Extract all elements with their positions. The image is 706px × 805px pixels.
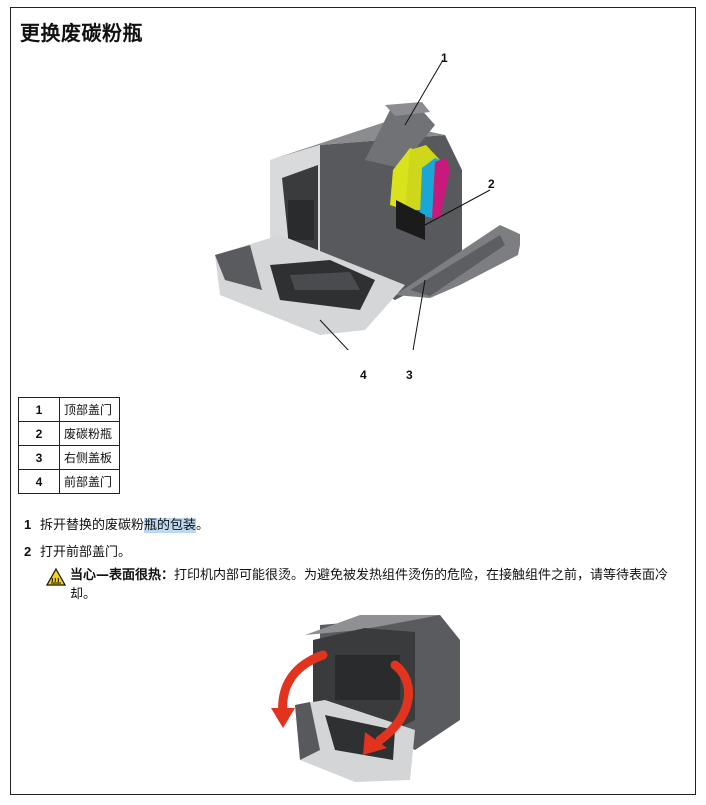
legend-number: 4 bbox=[18, 469, 60, 494]
legend-number: 3 bbox=[18, 445, 60, 470]
callout-2: 2 bbox=[488, 177, 495, 191]
callout-3: 3 bbox=[406, 368, 413, 382]
legend-row: 4 前部盖门 bbox=[18, 469, 120, 494]
legend-label: 前部盖门 bbox=[59, 469, 120, 494]
open-front-door-illustration bbox=[271, 615, 460, 782]
page-frame bbox=[10, 7, 696, 795]
top-door bbox=[365, 108, 435, 168]
legend-number: 1 bbox=[18, 397, 60, 422]
step-text-highlight: 瓶的包装 bbox=[144, 518, 197, 533]
warning-label: 当心—表面很热： bbox=[70, 568, 175, 583]
legend-row: 3 右侧盖板 bbox=[18, 445, 120, 470]
step-text: 打开前部盖门。 bbox=[40, 545, 132, 560]
legend-number: 2 bbox=[18, 421, 60, 446]
warning-text: 打印机内部可能很烫。为避免被发热组件烫伤的危险，在接触组件之前，请等待表面冷却。 bbox=[70, 568, 669, 602]
legend-row: 2 废碳粉瓶 bbox=[18, 421, 120, 446]
step-2: 2 打开前部盖门。 bbox=[24, 541, 131, 560]
printer-parts-illustration bbox=[215, 59, 520, 350]
page-title: 更换废碳粉瓶 bbox=[20, 21, 143, 45]
curved-arrow-icon bbox=[271, 650, 328, 728]
hot-surface-warning: 当心—表面很热：打印机内部可能很烫。为避免被发热组件烫伤的危险，在接触组件之前，… bbox=[46, 566, 686, 604]
legend-row: 1 顶部盖门 bbox=[18, 397, 120, 422]
hot-surface-warning-icon bbox=[46, 568, 66, 586]
callout-4: 4 bbox=[360, 368, 367, 382]
step-number: 2 bbox=[24, 544, 32, 559]
callout-1: 1 bbox=[441, 51, 448, 65]
parts-legend-table: 1 顶部盖门 2 废碳粉瓶 3 右侧盖板 4 前部盖门 bbox=[18, 397, 120, 494]
legend-label: 废碳粉瓶 bbox=[59, 421, 120, 446]
legend-label: 顶部盖门 bbox=[59, 397, 120, 422]
step-number: 1 bbox=[24, 517, 32, 532]
step-text-end: 。 bbox=[196, 518, 210, 533]
curved-arrow-icon bbox=[363, 660, 413, 755]
step-1: 1 拆开替换的废碳粉瓶的包装。 bbox=[24, 514, 209, 533]
legend-label: 右侧盖板 bbox=[59, 445, 120, 470]
step-text: 拆开替换的废碳粉 bbox=[40, 518, 145, 533]
